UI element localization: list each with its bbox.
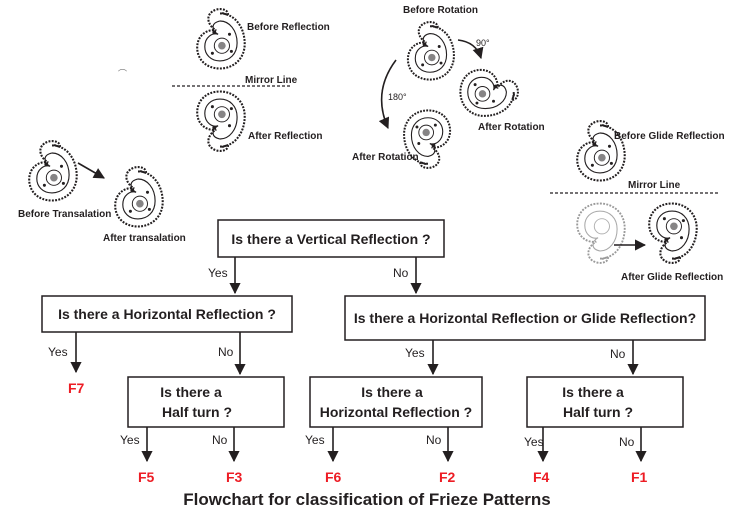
half-turn-c-line2: Half turn ? bbox=[563, 404, 633, 420]
horizontal-or-glide-box bbox=[344, 295, 706, 341]
c-yes-label: Yes bbox=[524, 435, 544, 449]
horizontal-reflection-question: Is there a Horizontal Reflection ? bbox=[58, 306, 276, 322]
mirror-line-label: Mirror Line bbox=[245, 75, 298, 86]
before-rotation-label: Before Rotation bbox=[403, 5, 478, 16]
result-f5: F5 bbox=[138, 469, 155, 485]
horizontal-reflection-box bbox=[41, 295, 293, 333]
vertical-reflection-box bbox=[217, 219, 445, 258]
horizontal-or-glide-question: Is there a Horizontal Reflection or Glid… bbox=[354, 310, 696, 326]
glide-mirror-line-label: Mirror Line bbox=[628, 180, 681, 191]
left-no-label: No bbox=[218, 345, 234, 359]
half-turn-box-c bbox=[526, 376, 684, 428]
half-turn-c-line1: Is there a bbox=[562, 384, 624, 400]
right-yes-label: Yes bbox=[405, 346, 425, 360]
paisley-after-glide-icon bbox=[648, 202, 698, 264]
after-rotation-90-label: After Rotation bbox=[478, 122, 545, 133]
before-reflection-label: Before Reflection bbox=[247, 22, 330, 33]
b-yes-label: Yes bbox=[305, 433, 325, 447]
result-f3: F3 bbox=[226, 469, 243, 485]
after-glide-label: After Glide Reflection bbox=[621, 272, 723, 283]
translation-arrow bbox=[77, 162, 105, 179]
a-no-label: No bbox=[212, 433, 228, 447]
after-translation-label: After transalation bbox=[103, 233, 186, 244]
half-turn-box-a bbox=[127, 376, 285, 428]
horizontal-b-line2: Horizontal Reflection ? bbox=[320, 404, 472, 420]
small-mark-icon: ⌒ bbox=[118, 69, 127, 79]
translation-illustration: Before Transalation After transalation bbox=[18, 140, 186, 244]
after-reflection-label: After Reflection bbox=[248, 131, 322, 142]
paisley-before-rotation-icon bbox=[406, 21, 455, 81]
root-no-label: No bbox=[393, 266, 409, 280]
after-rotation-180-label: After Rotation bbox=[352, 152, 419, 163]
paisley-after-translation-icon bbox=[114, 166, 164, 228]
rotation-illustration: Before Rotation 90° After Rotation 180° … bbox=[352, 5, 545, 169]
rotation-180-arrow bbox=[378, 59, 397, 130]
paisley-before-glide-icon bbox=[576, 120, 626, 182]
rotation-90-arrow bbox=[457, 39, 484, 60]
glide-reflection-illustration: Before Glide Reflection Mirror Line Afte… bbox=[550, 120, 725, 283]
angle-90-label: 90° bbox=[476, 38, 490, 48]
c-no-label: No bbox=[619, 435, 635, 449]
b-no-label: No bbox=[426, 433, 442, 447]
horizontal-reflection-box-b bbox=[309, 376, 483, 428]
half-turn-a-line1: Is there a bbox=[160, 384, 222, 400]
before-glide-label: Before Glide Reflection bbox=[614, 131, 725, 142]
left-yes-label: Yes bbox=[48, 345, 68, 359]
a-yes-label: Yes bbox=[120, 433, 140, 447]
figure-title: Flowchart for classification of Frieze P… bbox=[183, 490, 550, 509]
paisley-before-translation-icon bbox=[28, 140, 78, 202]
paisley-rotated-90-icon bbox=[459, 68, 519, 117]
result-f2: F2 bbox=[439, 469, 456, 485]
before-translation-label: Before Transalation bbox=[18, 209, 111, 220]
result-f4: F4 bbox=[533, 469, 550, 485]
angle-180-label: 180° bbox=[388, 92, 407, 102]
flowchart: Is there a Vertical Reflection ? Yes No … bbox=[41, 219, 706, 485]
half-turn-a-line2: Half turn ? bbox=[162, 404, 232, 420]
paisley-after-reflection-icon bbox=[196, 90, 246, 152]
right-no-label: No bbox=[610, 347, 626, 361]
horizontal-b-line1: Is there a bbox=[361, 384, 423, 400]
paisley-before-reflection-icon bbox=[196, 8, 246, 70]
vertical-reflection-question: Is there a Vertical Reflection ? bbox=[231, 231, 430, 247]
result-f1: F1 bbox=[631, 469, 648, 485]
paisley-glide-intermediate-icon bbox=[576, 202, 626, 264]
reflection-illustration: Before Reflection Mirror Line After Refl… bbox=[118, 8, 330, 152]
result-f7: F7 bbox=[68, 380, 85, 396]
root-yes-label: Yes bbox=[208, 266, 228, 280]
result-f6: F6 bbox=[325, 469, 342, 485]
